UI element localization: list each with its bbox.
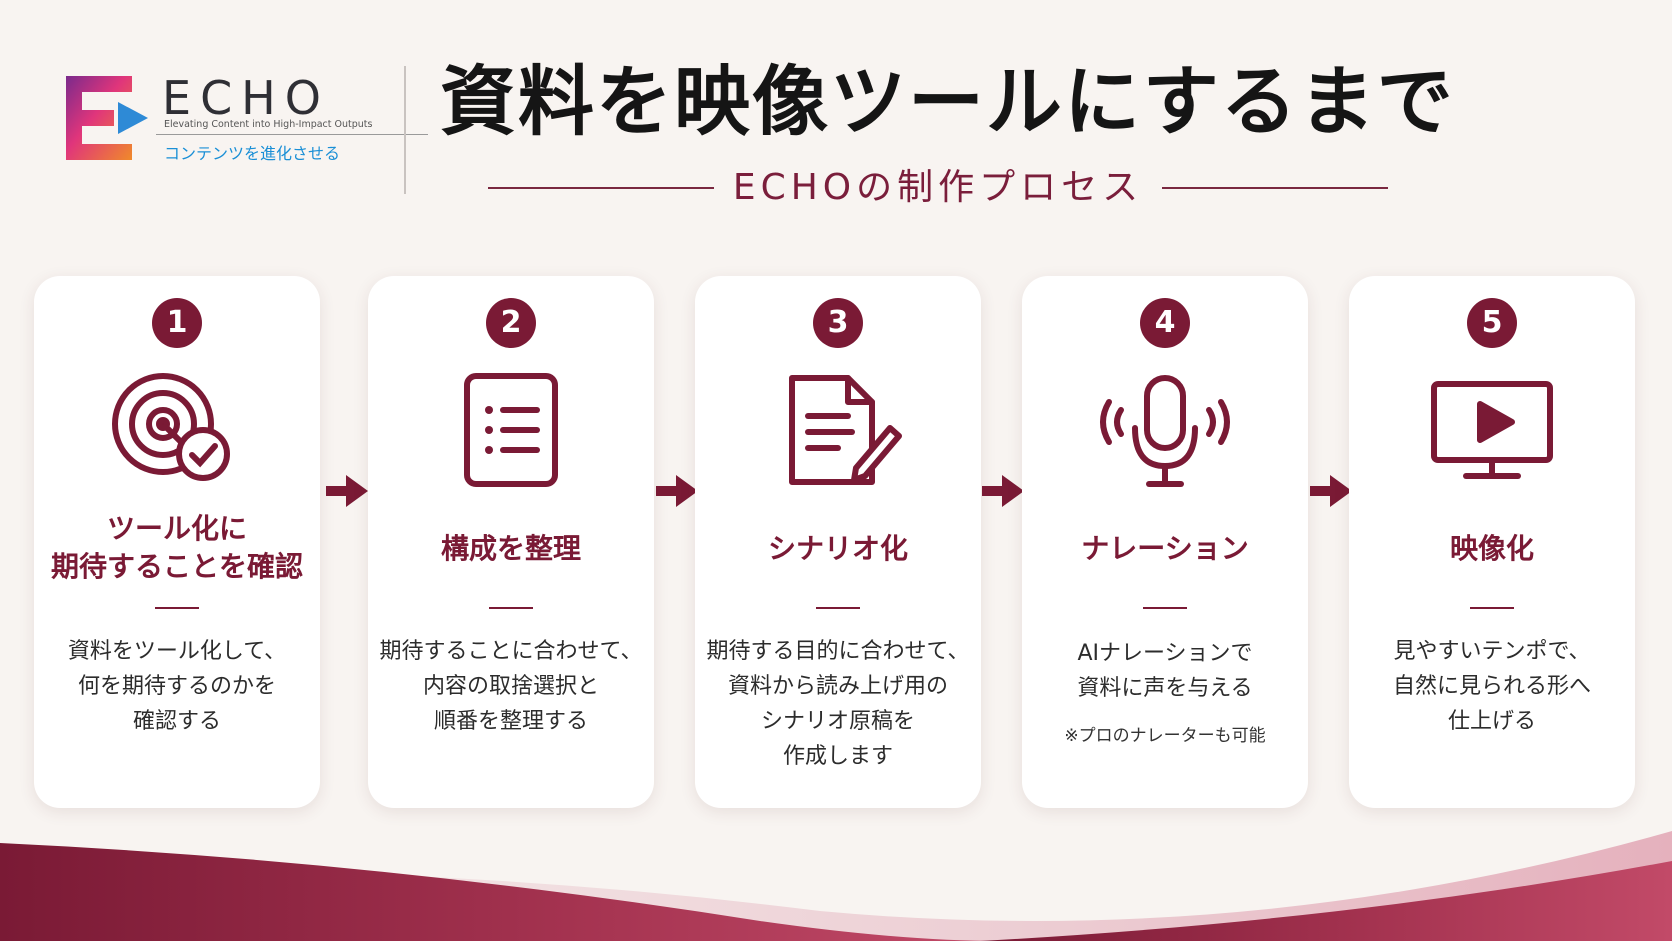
step-title: 映像化 [1449, 532, 1534, 565]
step-description: 見やすいテンポで、 自然に見られる形へ 仕上げる [1392, 639, 1591, 734]
step-title: シナリオ化 [767, 532, 908, 565]
step-card-2: 2 構成を整理 期待することに合わせて、 内容の取捨選択と 順番を整理する [368, 276, 654, 808]
brand-divider [156, 134, 428, 135]
arrow-right-icon [656, 475, 698, 507]
step-card-5: 5 映像化 見やすいテンポで、 自然に見られる形へ 仕上げる [1349, 276, 1635, 808]
step-title: ナレーション [1081, 532, 1249, 565]
step-number: 4 [1140, 298, 1190, 348]
arrow-right-icon [1310, 475, 1352, 507]
subtitle-line-right [1162, 187, 1388, 189]
header-divider [404, 66, 406, 194]
echo-logo-icon [66, 76, 148, 160]
brand-name: ECHO [162, 71, 330, 125]
step-description: AIナレーションで 資料に声を与える [1077, 641, 1253, 701]
page-title: 資料を映像ツールにするまで [440, 57, 1455, 146]
brand-tagline: Elevating Content into High-Impact Outpu… [164, 119, 373, 130]
arrow-right-icon [982, 475, 1024, 507]
page-subtitle: ECHOの制作プロセス [732, 167, 1144, 208]
step-number: 2 [486, 298, 536, 348]
step-description: 資料をツール化して、 何を期待するのかを 確認する [67, 639, 287, 734]
process-steps: 1 ツール化に 期待することを確認 資料をツール化して、 何を期待するのかを 確… [0, 276, 1672, 811]
brand-subtitle: コンテンツを進化させる [164, 144, 341, 163]
step-divider [816, 607, 860, 609]
microphone-icon [1099, 372, 1231, 496]
step-divider [155, 607, 199, 609]
step-title: 構成を整理 [440, 532, 581, 565]
brand-logo: ECHO Elevating Content into High-Impact … [62, 70, 428, 170]
step-card-1: 1 ツール化に 期待することを確認 資料をツール化して、 何を期待するのかを 確… [34, 276, 320, 808]
step-card-3: 3 シナリオ化 期待する目的に合わせて、 資料から読み上げ用の シナリオ原稿を … [695, 276, 981, 808]
step-note: ※プロのナレーターも可能 [1064, 726, 1266, 746]
step-divider [489, 607, 533, 609]
decorative-wave [0, 831, 1672, 941]
subtitle-block: ECHOの制作プロセス [488, 166, 1388, 210]
step-divider [1470, 607, 1514, 609]
step-description: 期待することに合わせて、 内容の取捨選択と 順番を整理する [379, 639, 643, 734]
arrow-right-icon [326, 475, 368, 507]
subtitle-line-left [488, 187, 714, 189]
checklist-icon [445, 372, 577, 496]
step-card-4: 4 ナレーション AIナレーションで 資料に声を与える ※プロのナレーターも可能 [1022, 276, 1308, 808]
step-title: ツール化に 期待することを確認 [50, 512, 303, 583]
step-number: 5 [1467, 298, 1517, 348]
step-number: 3 [813, 298, 863, 348]
document-pen-icon [772, 372, 904, 496]
monitor-play-icon [1426, 372, 1558, 496]
step-divider [1143, 607, 1187, 609]
target-check-icon [111, 372, 243, 496]
step-description: 期待する目的に合わせて、 資料から読み上げ用の シナリオ原稿を 作成します [706, 639, 970, 769]
step-number: 1 [152, 298, 202, 348]
